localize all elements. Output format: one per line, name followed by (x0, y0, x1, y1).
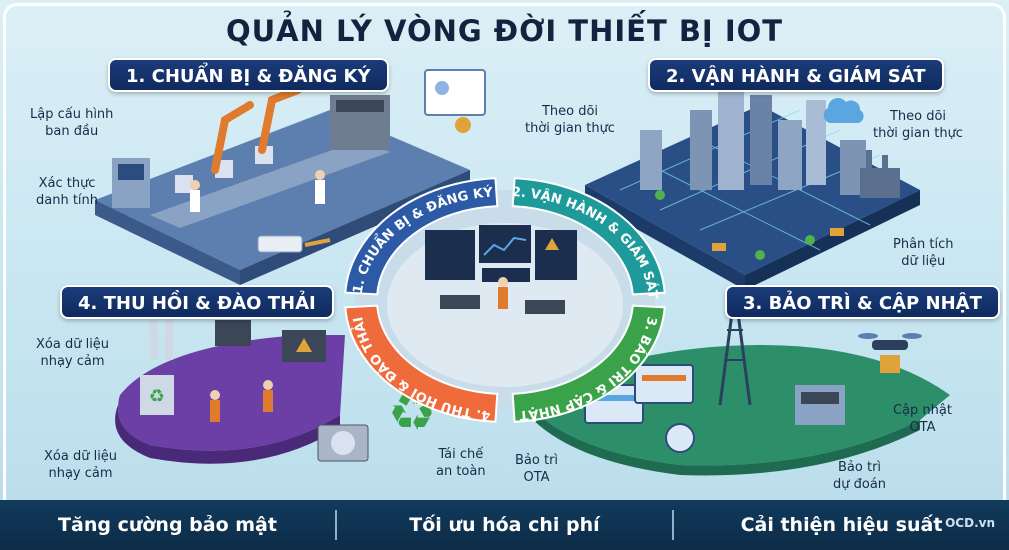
label-line: nhạy cảm (40, 354, 105, 369)
label-line: dự đoán (833, 477, 887, 492)
recycle-bin-icon: ♻ (149, 386, 165, 407)
label-line: thời gian thực (873, 126, 963, 141)
footer-security: Tăng cường bảo mật (58, 514, 277, 536)
stage-banner-2: 2. VẬN HÀNH & GIÁM SÁT (648, 58, 944, 92)
label-line: dữ liệu (901, 254, 946, 269)
key-icon (304, 238, 331, 247)
footer-bar: Tăng cường bảo mật Tối ưu hóa chi phí Cả… (0, 500, 1009, 550)
footer-divider (672, 510, 674, 540)
ring-segment-3 (511, 304, 666, 423)
label-line: Theo dõi (889, 109, 947, 124)
label-identity-auth: Xác thực danh tính (36, 175, 98, 209)
stage-banner-1: 1. CHUẨN BỊ & ĐĂNG KÝ (108, 58, 389, 92)
label-line: Bảo trì (515, 453, 559, 468)
label-line: OTA (523, 470, 550, 485)
label-line: Xóa dữ liệu (36, 337, 110, 352)
label-line: Bảo trì (838, 460, 882, 475)
robot-arm-icon (211, 101, 254, 174)
label-line: Phân tích (893, 237, 954, 252)
label-line: thời gian thực (525, 121, 615, 136)
label-erase-sensitive-top: Xóa dữ liệu nhạy cảm (36, 336, 109, 370)
label-data-analysis: Phân tích dữ liệu (893, 236, 954, 270)
label-line: Cập nhật (893, 403, 952, 418)
label-line: Xóa dữ liệu (44, 449, 118, 464)
factory-illustration (95, 69, 486, 285)
label-ota-update: Cập nhật OTA (893, 402, 952, 436)
footer-cost: Tối ưu hóa chi phí (409, 514, 600, 536)
label-erase-sensitive-bottom: Xóa dữ liệu nhạy cảm (44, 448, 117, 482)
label-line: an toàn (436, 464, 486, 479)
robot-arm-icon (258, 86, 302, 154)
label-line: Lập cấu hình (30, 107, 114, 122)
label-predictive-maintenance: Bảo trì dự đoán (833, 459, 886, 493)
footer-divider (335, 510, 337, 540)
label-line: ban đầu (45, 124, 99, 139)
label-initial-setup: Lập cấu hình ban đầu (30, 106, 113, 140)
stage-banner-3: 3. BẢO TRÌ & CẬP NHẬT (725, 285, 1000, 319)
cloud-icon (823, 98, 864, 123)
label-line: Tái chế (438, 447, 484, 462)
page-title: QUẢN LÝ VÒNG ĐỜI THIẾT BỊ IOT (225, 14, 784, 48)
warning-icon (296, 338, 312, 352)
label-safe-recycling: Tái chế an toàn (436, 446, 486, 480)
recycling-illustration: ♻ ♻ (115, 318, 436, 464)
label-line: OTA (909, 420, 936, 435)
label-line: Xác thực (38, 176, 96, 191)
ring-segment-1 (344, 177, 499, 296)
label-realtime-tracking-right: Theo dõi thời gian thực (873, 108, 963, 142)
label-line: Theo dõi (541, 104, 599, 119)
smart-city-illustration (585, 90, 920, 290)
certificate-icon (424, 69, 486, 116)
footer-performance: Cải thiện hiệu suất (740, 514, 943, 536)
control-room (355, 190, 655, 410)
stage-banner-4: 4. THU HỒI & ĐÀO THẢI (60, 285, 334, 319)
label-realtime-tracking-left: Theo dõi thời gian thực (525, 103, 615, 137)
label-ota-maintenance: Bảo trì OTA (515, 452, 558, 486)
label-line: nhạy cảm (48, 466, 113, 481)
ring-segment-2 (511, 177, 666, 296)
label-line: danh tính (36, 193, 99, 208)
drone-icon (858, 333, 922, 373)
brand-logo: OCD.vn (945, 516, 995, 530)
ring-segment-4 (344, 304, 499, 423)
